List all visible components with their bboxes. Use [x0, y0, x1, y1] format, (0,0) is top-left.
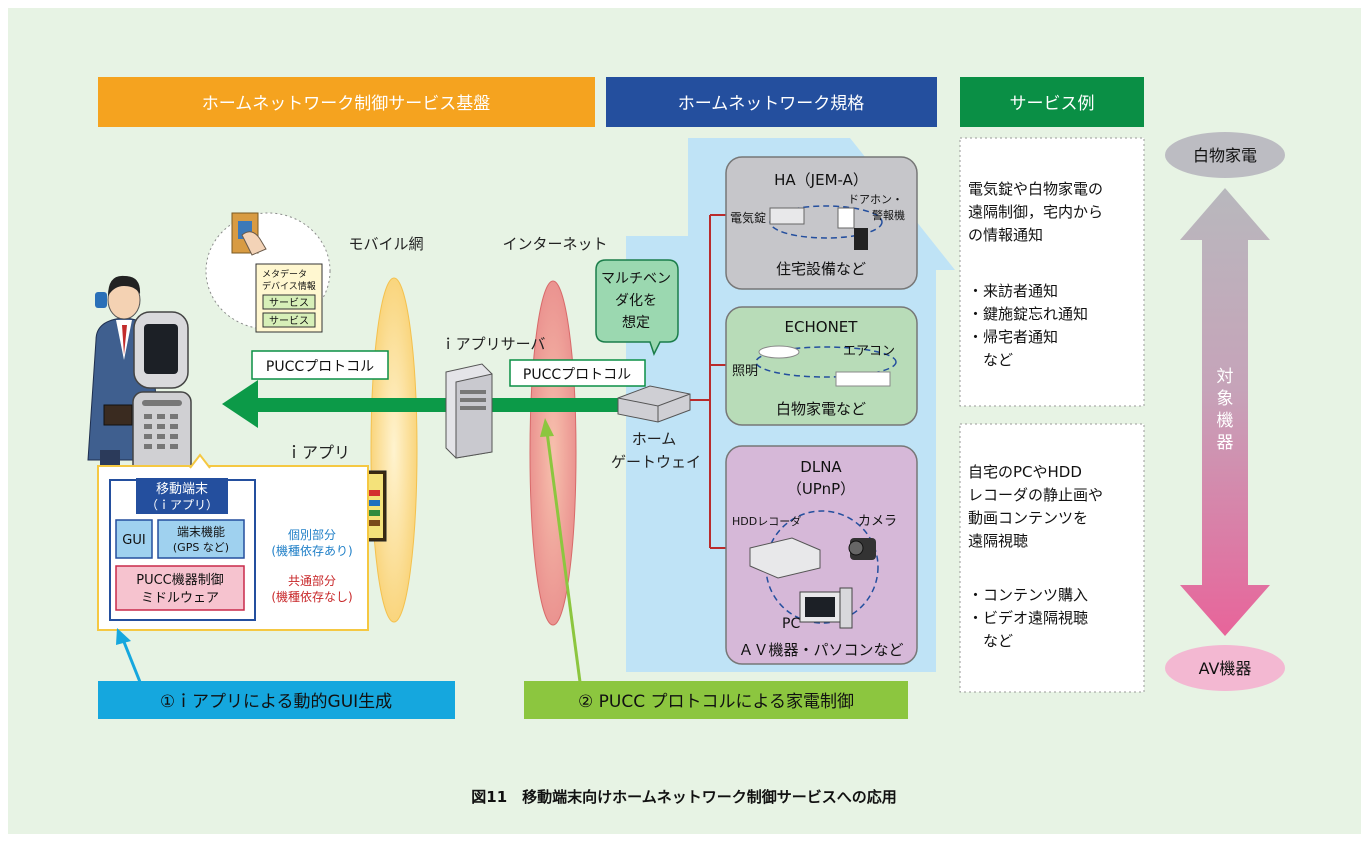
pucc-protocol-label-2-text: PUCCプロトコル — [523, 367, 631, 383]
service-2-line-8: など — [968, 632, 1013, 650]
dlna-title-2: （UPnP） — [787, 480, 855, 498]
ha-standard-box: HA（JEM-A） 電気錠 ドアホン・ 警報機 住宅設備など — [725, 156, 918, 290]
gateway-label-2: ゲートウェイ — [611, 453, 701, 471]
multivendor-line-3: 想定 — [622, 315, 650, 331]
ha-footer: 住宅設備など — [776, 260, 866, 278]
service-2-line-4: 遠隔視聴 — [968, 532, 1028, 550]
service-2-line-1: 自宅のPCやHDD — [968, 463, 1082, 481]
service-1-line-1: 電気錠や白物家電の — [968, 180, 1103, 198]
dlna-standard-box: DLNA （UPnP） HDDレコーダ カメラ PC ＡＶ機器・パソコンなど — [725, 445, 918, 665]
terminal-common-1: 共通部分 — [288, 573, 336, 588]
header-platform: ホームネットワーク制御サービス基盤 — [98, 77, 595, 127]
dlna-footer: ＡＶ機器・パソコンなど — [738, 641, 903, 659]
terminal-individual-2: (機種依存あり) — [271, 543, 352, 558]
metadata-line-2: デバイス情報 — [262, 280, 316, 292]
target-label-2: 象 — [1217, 389, 1234, 409]
ha-door-label-1: ドアホン・ — [848, 193, 903, 206]
pucc-protocol-label-1-text: PUCCプロトコル — [266, 359, 374, 375]
pucc-protocol-label-2: PUCCプロトコル — [509, 359, 646, 387]
mobile-network-oval — [370, 277, 418, 623]
multivendor-bubble: マルチベン ダ化を 想定 — [595, 259, 679, 356]
service-1-line-5: ・来訪者通知 — [968, 282, 1058, 300]
header-services-label: サービス例 — [1010, 94, 1095, 114]
dlna-camera-label: カメラ — [858, 514, 897, 529]
service-1-line-6: ・鍵施錠忘れ通知 — [968, 305, 1088, 323]
internet-oval — [529, 280, 577, 626]
echonet-title: ECHONET — [785, 318, 859, 336]
terminal-gui: GUI — [122, 533, 145, 548]
terminal-func-2: (GPS など) — [173, 541, 229, 554]
metadata-bubble: メタデータ デバイス情報 サービス サービス — [205, 212, 331, 333]
category-top-label: 白物家電 — [1193, 146, 1257, 165]
service-1-line-7: ・帰宅者通知 — [968, 328, 1058, 346]
callout-1-text: ①ｉアプリによる動的GUI生成 — [160, 692, 392, 712]
service-2-line-7: ・ビデオ遠隔視聴 — [968, 609, 1088, 627]
dlna-title-1: DLNA — [800, 458, 842, 476]
terminal-title-2: （ｉアプリ） — [146, 498, 218, 512]
service-2-line-3: 動画コンテンツを — [968, 509, 1088, 527]
gateway-connectors — [690, 214, 726, 549]
target-label-4: 器 — [1217, 433, 1234, 453]
terminal-middleware-2: ミドルウェア — [141, 591, 219, 606]
service-1-line-8: など — [968, 351, 1013, 369]
metadata-service-2: サービス — [269, 315, 309, 327]
home-gateway-icon — [617, 385, 691, 423]
header-standards: ホームネットワーク規格 — [606, 77, 937, 127]
target-range-arrow — [1180, 188, 1270, 636]
gateway-label-1: ホーム — [632, 430, 677, 448]
terminal-middleware-1: PUCC機器制御 — [136, 573, 224, 588]
echonet-standard-box: ECHONET 照明 エアコン 白物家電など — [725, 306, 918, 426]
header-services: サービス例 — [960, 77, 1144, 127]
service-box-1: 電気錠や白物家電の 遠隔制御，宅内から の情報通知 ・来訪者通知 ・鍵施錠忘れ通… — [959, 137, 1145, 407]
callout-2-arrow — [540, 418, 582, 683]
terminal-individual-1: 個別部分 — [288, 527, 336, 542]
metadata-line-1: メタデータ — [262, 268, 307, 280]
callout-1-arrow — [116, 628, 142, 683]
service-2-line-2: レコーダの静止画や — [968, 486, 1103, 504]
echonet-ac-label: エアコン — [843, 344, 895, 359]
terminal-title-1: 移動端末 — [156, 482, 208, 497]
target-label-1: 対 — [1217, 367, 1234, 387]
internet-label: インターネット — [502, 235, 607, 253]
category-bottom-oval: AV機器 — [1165, 645, 1285, 691]
service-1-line-2: 遠隔制御，宅内から — [968, 203, 1103, 221]
pucc-arrow — [222, 380, 622, 428]
service-box-2: 自宅のPCやHDD レコーダの静止画や 動画コンテンツを 遠隔視聴 ・コンテンツ… — [959, 423, 1145, 693]
header-standards-label: ホームネットワーク規格 — [678, 94, 865, 114]
multivendor-line-1: マルチベン — [601, 271, 671, 287]
iapp-server-icon — [445, 363, 493, 459]
pucc-protocol-label-1: PUCCプロトコル — [251, 350, 389, 380]
callout-2: ② PUCC プロトコルによる家電制御 — [524, 681, 908, 719]
figure-caption: 図11 移動端末向けホームネットワーク制御サービスへの応用 — [471, 788, 896, 806]
service-2-line-6: ・コンテンツ購入 — [968, 586, 1088, 604]
ha-door-label-2: 警報機 — [872, 208, 905, 222]
ha-lock-label: 電気錠 — [730, 210, 766, 225]
ha-title: HA（JEM-A） — [774, 171, 868, 189]
mobile-network-label: モバイル網 — [348, 235, 423, 253]
terminal-func-1: 端末機能 — [177, 524, 225, 539]
iapp-server-label: ｉアプリサーバ — [441, 335, 546, 353]
dlna-hdd-label: HDDレコーダ — [732, 514, 801, 528]
service-1-line-3: の情報通知 — [968, 226, 1043, 244]
echonet-light-label: 照明 — [732, 364, 758, 379]
category-bottom-label: AV機器 — [1199, 659, 1252, 678]
header-platform-label: ホームネットワーク制御サービス基盤 — [202, 94, 491, 114]
callout-2-text: ② PUCC プロトコルによる家電制御 — [578, 692, 854, 712]
metadata-service-1: サービス — [269, 297, 309, 309]
terminal-common-2: (機種依存なし) — [271, 589, 352, 604]
multivendor-line-2: ダ化を — [615, 293, 657, 309]
callout-1: ①ｉアプリによる動的GUI生成 — [98, 681, 455, 719]
echonet-footer: 白物家電など — [776, 400, 866, 418]
iapp-label: ｉアプリ — [286, 443, 350, 462]
mobile-phone-illustration — [132, 311, 192, 479]
terminal-panel: 移動端末 （ｉアプリ） GUI 端末機能 (GPS など) PUCC機器制御 ミ… — [97, 453, 369, 631]
target-label-3: 機 — [1217, 411, 1234, 431]
category-top-oval: 白物家電 — [1165, 132, 1285, 178]
dlna-pc-label: PC — [782, 616, 800, 632]
